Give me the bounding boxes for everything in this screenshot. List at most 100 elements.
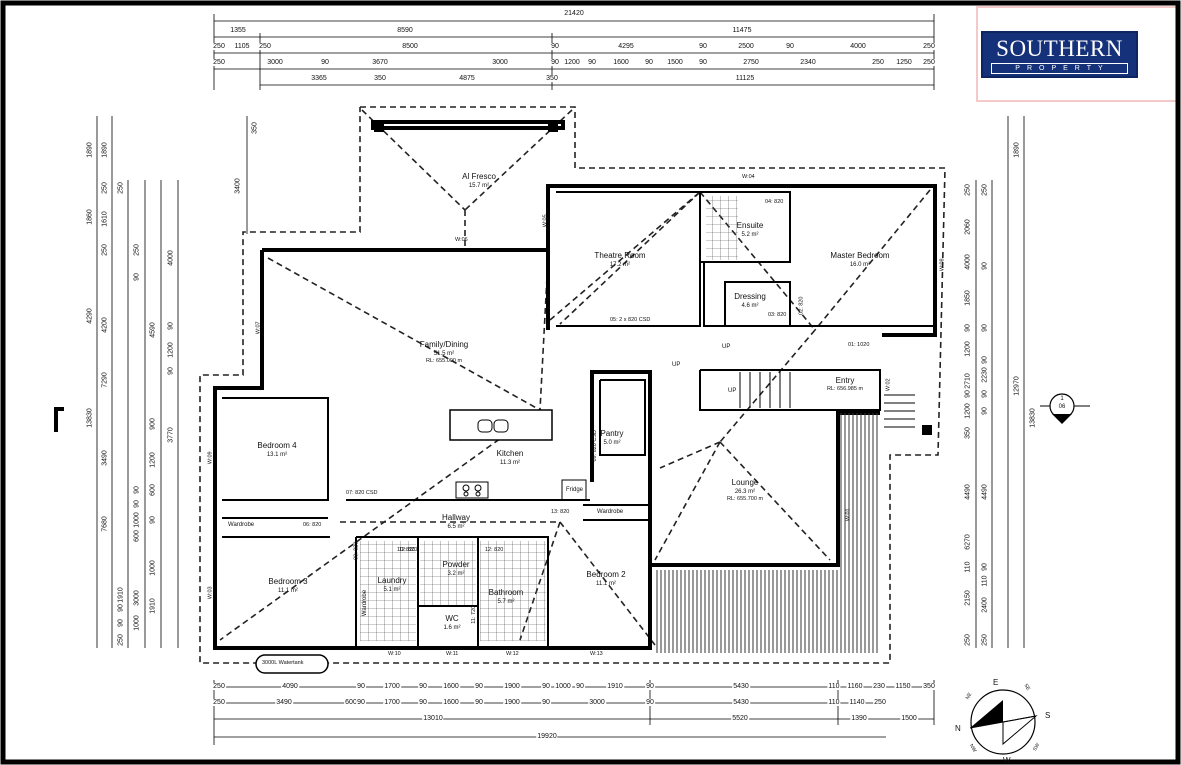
door-label: 13: 820 (551, 509, 570, 515)
door-label: 10: 820 (397, 547, 416, 553)
dim-bottom-row2: 1900 (503, 699, 521, 706)
window-label: W:12 (506, 651, 519, 657)
dim-top-row3: 250 (258, 43, 272, 50)
tiled-areas (360, 196, 738, 641)
dim-right-outer: 1890 (1013, 141, 1021, 159)
dim-right-inner: 2150 (964, 589, 972, 607)
dim-right-mid: 90 (981, 562, 989, 572)
room-name: Pantry (600, 429, 624, 438)
wardrobe-label-vertical: Wardrobe (362, 589, 369, 617)
decking (655, 413, 878, 653)
window-label: W:01 (845, 508, 852, 522)
wardrobe-label: Wardrobe (597, 509, 624, 515)
compass-rose (969, 689, 1038, 755)
window-label: W:03 (207, 586, 214, 600)
up-label: UP (722, 344, 731, 350)
dim-left-mid1: 1890 (101, 141, 109, 159)
section-sheet: 06 (1058, 404, 1066, 410)
internal-walls (222, 191, 935, 648)
door-label: 06: 820 (303, 522, 322, 528)
dim-left-mid2: 1910 (117, 586, 125, 604)
room-area: 11.1 m² (596, 581, 616, 587)
room-label: Al Fresco 15.7 m² (462, 172, 496, 190)
room-area: 6.5 m² (447, 524, 465, 530)
dim-left-mid2: 90 (117, 603, 125, 613)
dim-bottom-overall: 19920 (536, 733, 558, 740)
level-marker-icon (54, 407, 64, 432)
dim-top-overall: 21420 (563, 10, 585, 17)
dim-bottom-row2: 3490 (275, 699, 293, 706)
dim-top-row5: 3365 (310, 75, 328, 82)
dim-right-mid: 250 (981, 183, 989, 197)
fridge-label: Fridge (566, 487, 584, 493)
dim-top-row5: 4875 (458, 75, 476, 82)
dim-top-row4: 250 (871, 59, 885, 66)
room-name: Hallway (441, 513, 471, 522)
dim-left-mid2: 90 (167, 321, 175, 331)
room-area: 4.6 m² (741, 303, 759, 309)
section-number: 1 (1060, 396, 1064, 402)
room-area: 3.2 m² (447, 571, 465, 577)
dim-left-mid2: 90 (133, 499, 141, 509)
room-name: Lounge (731, 478, 759, 487)
door-label: 08: 820 (353, 541, 360, 560)
roof-outline (199, 106, 946, 664)
dim-top-row5: 11125 (734, 75, 756, 82)
dim-bottom-row1: 5430 (732, 683, 750, 690)
room-rl: RL: 655.000 m (425, 358, 463, 364)
room-area: 5.7 m² (497, 599, 515, 605)
room-name: Bedroom 2 (586, 570, 626, 579)
dim-bottom-row1: 1000 (554, 683, 572, 690)
dim-top-row3: 1105 (233, 43, 251, 50)
dim-left-mid2: 900 (149, 417, 157, 431)
room-name: Al Fresco (462, 172, 496, 181)
room-area: 13.1 m² (266, 452, 288, 458)
room-label: Theatre Room 17.2 m² (594, 251, 646, 269)
room-label: Bedroom 2 11.1 m² (586, 570, 626, 588)
dimension-lines (96, 14, 1025, 745)
dim-top-row5: 350 (373, 75, 387, 82)
dim-bottom-row1: 250 (212, 683, 226, 690)
dim-bottom-row3: 1390 (850, 715, 868, 722)
room-name: Theatre Room (594, 251, 646, 260)
door-label: 05: 2 x 820 CSD (610, 317, 651, 323)
dim-bottom-row1: 90 (418, 683, 428, 690)
dim-right-inner: 4490 (964, 483, 972, 501)
dim-left-mid2: 90 (133, 272, 141, 282)
dim-bottom-row1: 1900 (503, 683, 521, 690)
dim-right-mid: 110 (981, 574, 989, 588)
room-area: 26.3 m² (734, 489, 756, 495)
dim-right-mid: 250 (981, 633, 989, 647)
dim-right-mid: 90 (981, 406, 989, 416)
dim-right-inner: 350 (964, 426, 972, 440)
dim-bottom-row1: 90 (645, 683, 655, 690)
dim-left-mid1: 250 (101, 181, 109, 195)
room-label: Dressing 4.6 m² (734, 292, 766, 310)
room-rl: RL: 655.700 m (726, 496, 764, 502)
room-area: 15.7 m² (468, 183, 490, 189)
room-name: Powder (442, 560, 470, 569)
dim-top-row3: 4295 (617, 43, 635, 50)
door-label: 03: 820 (768, 312, 787, 318)
logo-name: SOUTHERN (996, 36, 1123, 61)
dim-top-row3: 4000 (849, 43, 867, 50)
room-area: 17.2 m² (609, 262, 631, 268)
room-rl: RL: 656.985 m (826, 386, 864, 392)
dim-right-inner: 250 (964, 183, 972, 197)
dim-left-mid2: 90 (117, 618, 125, 628)
room-name: Dressing (734, 292, 766, 301)
dim-top-row4: 1600 (612, 59, 630, 66)
window-label: W:11 (446, 651, 459, 657)
dim-right-mid: 90 (981, 389, 989, 399)
dim-top-row4: 250 (212, 59, 226, 66)
dim-right-inner: 2400 (981, 596, 989, 614)
door-label: 12: 820 (485, 547, 504, 553)
dim-bottom-row1: 1600 (442, 683, 460, 690)
